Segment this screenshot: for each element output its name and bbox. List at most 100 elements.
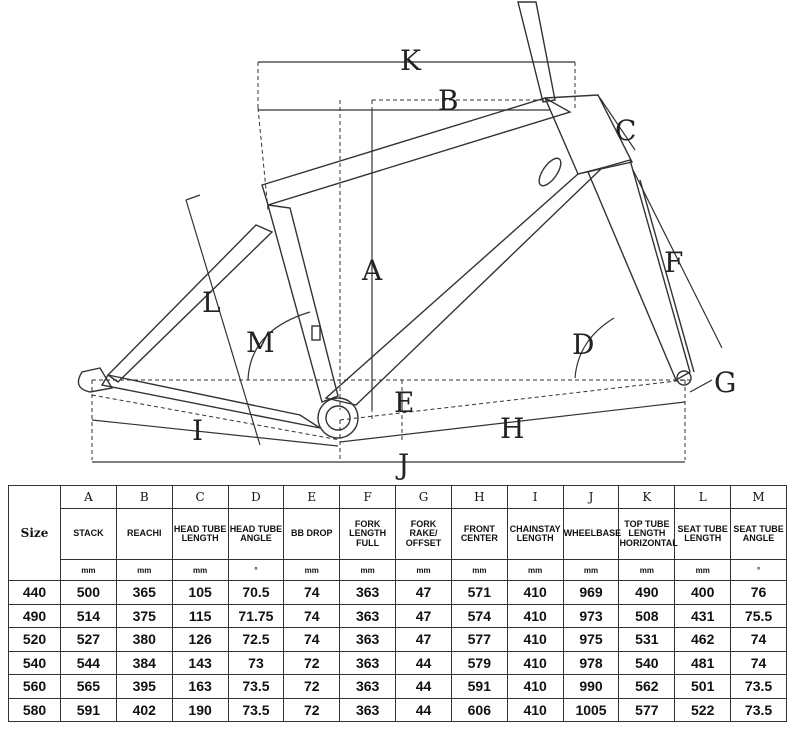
value-cell: 527 — [60, 627, 117, 652]
value-cell: 973 — [562, 603, 620, 628]
column-unit: ° — [227, 559, 285, 581]
value-cell: 969 — [562, 580, 620, 605]
label-k: K — [400, 44, 422, 77]
value-cell: 571 — [450, 580, 508, 605]
value-cell: 410 — [506, 674, 564, 699]
value-cell: 410 — [506, 580, 564, 605]
label-f: F — [664, 246, 683, 279]
column-letter: I — [506, 485, 564, 509]
frame-geometry-diagram: K B C F A L M D G E H I J — [77, 1, 736, 480]
value-cell: 115 — [171, 603, 229, 628]
value-cell: 74 — [283, 580, 341, 605]
label-c: C — [615, 114, 636, 147]
value-cell: 431 — [674, 603, 732, 628]
value-cell: 73 — [227, 650, 285, 675]
value-cell: 47 — [395, 603, 452, 628]
label-h: H — [500, 412, 524, 445]
value-cell: 70.5 — [227, 580, 285, 605]
column-unit: mm — [674, 559, 732, 581]
value-cell: 74 — [283, 603, 341, 628]
value-cell: 363 — [339, 580, 397, 605]
value-cell: 544 — [60, 650, 117, 675]
value-cell: 481 — [674, 650, 732, 675]
column-name: WHEELBASE — [562, 508, 621, 560]
value-cell: 490 — [618, 580, 676, 605]
column-letter: D — [227, 485, 285, 509]
value-cell: 591 — [60, 697, 117, 722]
value-cell: 591 — [450, 674, 508, 699]
value-cell: 74 — [283, 627, 341, 652]
value-cell: 606 — [450, 697, 508, 722]
label-m: M — [246, 326, 275, 359]
column-unit: mm — [450, 559, 508, 581]
value-cell: 163 — [171, 674, 229, 699]
column-letter: A — [60, 485, 117, 509]
size-cell: 540 — [8, 650, 61, 675]
value-cell: 75.5 — [730, 603, 787, 628]
value-cell: 44 — [395, 674, 452, 699]
label-i: I — [192, 414, 203, 447]
value-cell: 363 — [339, 697, 397, 722]
label-a: A — [361, 254, 383, 287]
dimension-lines — [91, 61, 723, 463]
value-cell: 395 — [115, 674, 173, 699]
value-cell: 363 — [339, 627, 397, 652]
value-cell: 143 — [171, 650, 229, 675]
value-cell: 410 — [506, 650, 564, 675]
value-cell: 562 — [618, 674, 676, 699]
value-cell: 47 — [395, 580, 452, 605]
value-cell: 1005 — [562, 697, 620, 722]
value-cell: 363 — [339, 674, 397, 699]
column-letter: M — [730, 485, 787, 509]
value-cell: 577 — [618, 697, 676, 722]
frame-outline — [77, 1, 695, 439]
value-cell: 47 — [395, 627, 452, 652]
column-unit: mm — [339, 559, 397, 581]
value-cell: 71.75 — [227, 603, 285, 628]
column-name: REACHI — [115, 508, 173, 560]
size-header: Size — [8, 485, 61, 581]
column-unit: mm — [506, 559, 564, 581]
column-name: BB DROP — [283, 508, 341, 560]
value-cell: 501 — [674, 674, 732, 699]
column-unit: ° — [730, 559, 787, 581]
value-cell: 74 — [730, 650, 787, 675]
value-cell: 74 — [730, 627, 787, 652]
value-cell: 565 — [60, 674, 117, 699]
column-letter: H — [450, 485, 508, 509]
label-d: D — [572, 328, 594, 361]
value-cell: 365 — [115, 580, 173, 605]
value-cell: 72 — [283, 650, 341, 675]
value-cell: 44 — [395, 650, 452, 675]
value-cell: 105 — [171, 580, 229, 605]
column-name: TOP TUBE LENGTH HORIZONTAL — [618, 508, 678, 560]
value-cell: 72 — [283, 697, 341, 722]
column-letter: L — [674, 485, 732, 509]
value-cell: 190 — [171, 697, 229, 722]
label-b: B — [438, 84, 459, 117]
value-cell: 522 — [674, 697, 732, 722]
column-letter: B — [115, 485, 173, 509]
value-cell: 72 — [283, 674, 341, 699]
value-cell: 462 — [674, 627, 732, 652]
value-cell: 410 — [506, 627, 564, 652]
column-unit: mm — [395, 559, 452, 581]
column-unit: mm — [283, 559, 341, 581]
value-cell: 577 — [450, 627, 508, 652]
column-unit: mm — [60, 559, 117, 581]
value-cell: 508 — [618, 603, 676, 628]
size-cell: 440 — [8, 580, 61, 605]
column-letter: C — [171, 485, 229, 509]
value-cell: 73.5 — [730, 674, 787, 699]
label-j: J — [395, 448, 409, 480]
column-name: HEAD TUBE LENGTH — [171, 508, 229, 560]
column-unit: mm — [618, 559, 676, 581]
